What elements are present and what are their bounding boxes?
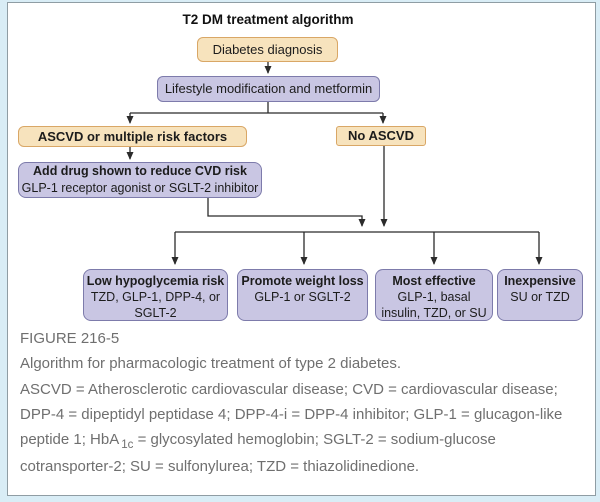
node-add-cvd-drug: Add drug shown to reduce CVD risk GLP-1 … [18, 162, 262, 198]
node-title: Add drug shown to reduce CVD risk [33, 164, 247, 178]
node-detail: SU or TZD [510, 290, 570, 304]
figure-caption: FIGURE 216-5 Algorithm for pharmacologic… [20, 326, 582, 480]
node-detail: GLP-1 receptor agonist or SGLT-2 inhibit… [21, 181, 259, 195]
node-detail: GLP-1 or SGLT-2 [254, 290, 351, 304]
node-inexpensive: Inexpensive SU or TZD [497, 269, 583, 321]
caption-line: Algorithm for pharmacologic treatment of… [20, 355, 402, 373]
node-detail: TZD, GLP-1, DPP-4, or [90, 290, 221, 304]
node-title: Most effective [392, 274, 476, 288]
node-ascvd-risk-factors: ASCVD or multiple risk factors [18, 126, 247, 147]
node-no-ascvd: No ASCVD [336, 126, 426, 146]
node-diabetes-diagnosis: Diabetes diagnosis [197, 37, 338, 62]
node-title: Inexpensive [504, 274, 576, 288]
node-label: Diabetes diagnosis [212, 41, 323, 57]
node-detail: insulin, TZD, or SU [381, 306, 487, 320]
flowchart-title: T2 DM treatment algorithm [182, 12, 354, 27]
node-lifestyle-metformin: Lifestyle modification and metformin [157, 76, 380, 102]
figure-label: FIGURE 216-5 [20, 330, 120, 347]
node-promote-weight-loss: Promote weight loss GLP-1 or SGLT-2 [237, 269, 368, 321]
caption-line: DPP-4 = dipeptidyl peptidase 4; DPP-4-i … [20, 405, 563, 423]
node-title: Low hypoglycemia risk [86, 274, 225, 288]
caption-line: ASCVD = Atherosclerotic cardiovascular d… [20, 380, 558, 398]
node-detail: GLP-1, basal [397, 290, 471, 304]
node-label: No ASCVD [348, 128, 414, 143]
node-label: ASCVD or multiple risk factors [37, 128, 228, 144]
node-detail: SGLT-2 [134, 306, 177, 320]
node-low-hypoglycemia-risk: Low hypoglycemia risk TZD, GLP-1, DPP-4,… [83, 269, 228, 321]
node-most-effective: Most effective GLP-1, basal insulin, TZD… [375, 269, 493, 321]
node-label: Lifestyle modification and metformin [164, 81, 373, 96]
hba1c-subscript: 1c [121, 438, 134, 451]
node-title: Promote weight loss [241, 274, 364, 288]
caption-line: cotransporter-2; SU = sulfonylurea; TZD … [20, 458, 420, 476]
